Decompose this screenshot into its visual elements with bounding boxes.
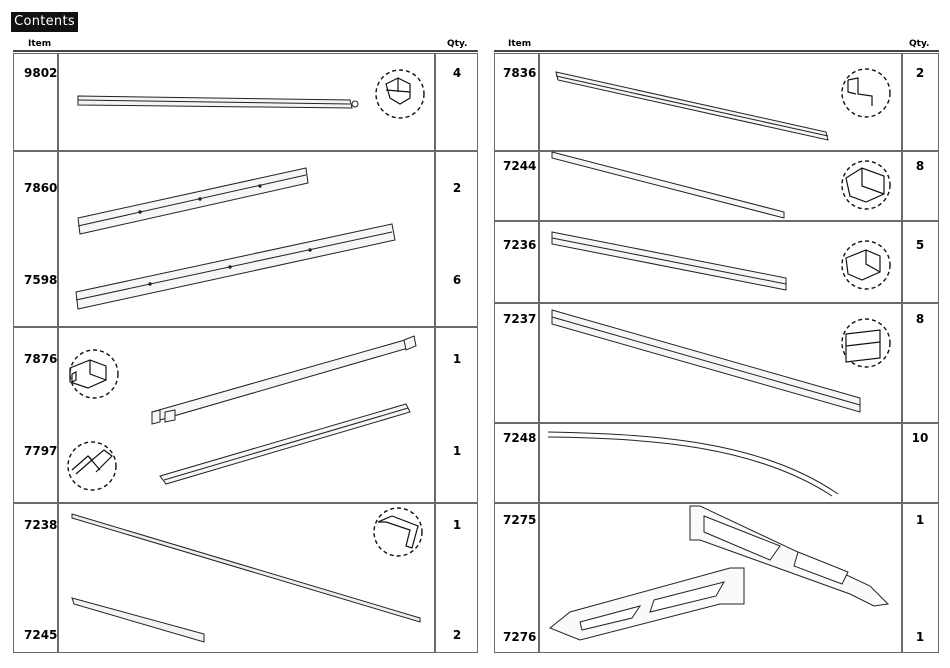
channel-7797-drawing — [160, 404, 410, 484]
rail-9802-drawing — [78, 96, 358, 108]
detail-callout-7797 — [68, 442, 116, 490]
rail-7836-drawing — [556, 72, 828, 140]
rod-7238-drawing — [72, 514, 420, 622]
detail-callout-9802 — [376, 70, 424, 118]
detail-callout-7836 — [842, 69, 890, 117]
rail-7244-drawing — [552, 152, 784, 218]
detail-callout-7238 — [374, 508, 422, 556]
bracket-7276-drawing — [550, 568, 744, 640]
channel-7876-drawing — [152, 336, 416, 424]
beam-7598-drawing — [76, 224, 395, 309]
rail-7237-drawing — [552, 310, 860, 412]
detail-callout-7244 — [842, 161, 890, 209]
arch-7248-drawing — [548, 432, 838, 496]
rail-7236-drawing — [552, 232, 786, 290]
beam-7860-drawing — [78, 168, 308, 234]
angle-7245-drawing — [72, 598, 204, 642]
detail-callout-7876 — [70, 350, 118, 398]
detail-callout-7237 — [842, 319, 890, 367]
detail-callout-7236 — [842, 241, 890, 289]
